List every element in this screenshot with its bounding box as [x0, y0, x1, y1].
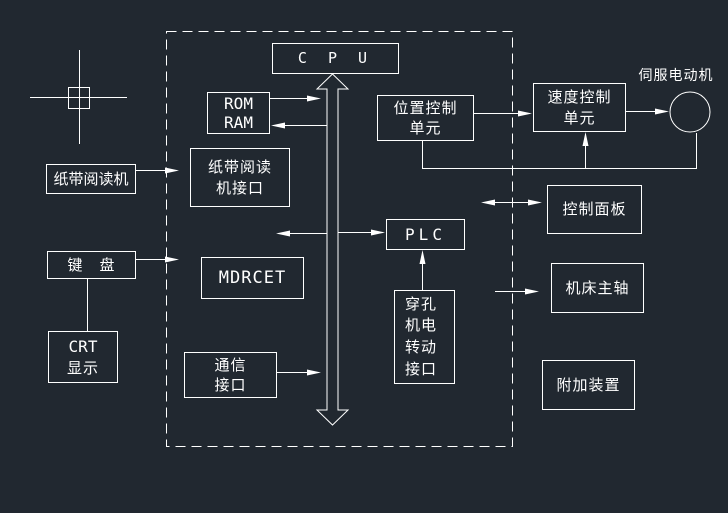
control-panel-label: 控制面板 — [562, 200, 627, 219]
mdrcet-label: MDRCET — [218, 267, 287, 288]
arrowhead-bus-to-plc — [371, 229, 385, 236]
arrowhead-bus-to-left — [276, 230, 290, 237]
node-machine-spindle[interactable]: 机床主轴 — [551, 263, 644, 313]
arrowhead-bus-to-rom — [271, 122, 285, 129]
arrowhead-comm-to-bus — [307, 369, 321, 376]
arrowhead-tape-reader-in — [165, 167, 179, 174]
node-punch-interface[interactable]: 穿孔 机电 转动 接口 — [394, 290, 455, 384]
punch-interface-line4: 接口 — [405, 359, 438, 378]
node-position-control[interactable]: 位置控制 单元 — [377, 95, 474, 141]
servo-motor-circle — [669, 91, 711, 133]
speed-control-line2: 单元 — [563, 108, 596, 127]
system-bus-arrow — [315, 73, 350, 426]
node-rom-ram[interactable]: ROM RAM — [207, 92, 270, 134]
speed-control-line1: 速度控制 — [547, 88, 612, 107]
position-control-line2: 单元 — [409, 119, 442, 137]
arrowhead-panel-right — [528, 199, 542, 206]
arrowhead-position-to-speed — [518, 110, 532, 117]
punch-interface-line1: 穿孔 — [405, 294, 438, 313]
punch-interface-line2: 机电 — [405, 316, 438, 335]
node-tape-reader[interactable]: 纸带阅读机 — [46, 164, 136, 194]
additional-device-label: 附加装置 — [556, 375, 621, 394]
keyboard-label: 键 盘 — [67, 255, 116, 274]
punch-interface-line3: 转动 — [405, 338, 438, 356]
arrowhead-panel-left — [481, 199, 495, 206]
node-speed-control[interactable]: 速度控制 单元 — [533, 83, 626, 132]
node-keyboard[interactable]: 键 盘 — [47, 251, 136, 279]
system-boundary-dashed-box — [166, 31, 513, 447]
node-crt-display[interactable]: CRT 显示 — [48, 331, 118, 383]
node-cpu-label: C P U — [297, 49, 374, 68]
crt-line1: CRT — [68, 337, 98, 357]
comm-interface-line1: 通信 — [214, 355, 247, 374]
position-control-line1: 位置控制 — [393, 98, 458, 117]
node-additional-device[interactable]: 附加装置 — [542, 360, 635, 410]
crt-line2: 显示 — [66, 358, 99, 377]
arrowhead-rom-to-bus — [307, 95, 321, 102]
arrowhead-punch-to-plc — [419, 250, 426, 264]
tape-reader-label: 纸带阅读机 — [53, 169, 129, 188]
node-ram-label: RAM — [224, 113, 253, 132]
comm-interface-line2: 接口 — [214, 376, 247, 394]
node-control-panel[interactable]: 控制面板 — [547, 185, 642, 234]
node-plc[interactable]: PLC — [386, 219, 465, 250]
servo-motor-label: 伺服电动机 — [638, 68, 714, 84]
tape-reader-interface-line1: 纸带阅读 — [207, 158, 272, 177]
machine-spindle-label: 机床主轴 — [565, 278, 630, 297]
arrowhead-to-spindle — [525, 288, 539, 295]
arrowheads — [165, 95, 669, 376]
node-rom-label: ROM — [224, 93, 253, 113]
node-comm-interface[interactable]: 通信 接口 — [184, 352, 277, 398]
tape-reader-interface-line2: 机接口 — [215, 178, 264, 197]
pickbox-icon — [68, 87, 90, 109]
arrowhead-keyboard-in — [165, 256, 179, 263]
crosshair-cursor-icon — [30, 50, 127, 144]
arrowhead-speed-to-motor — [655, 108, 669, 115]
line-feedback-loop — [422, 133, 697, 169]
plc-label: PLC — [405, 224, 446, 244]
arrowhead-feedback-to-speed — [582, 132, 589, 146]
node-tape-reader-interface[interactable]: 纸带阅读 机接口 — [190, 148, 290, 207]
node-mdrcet[interactable]: MDRCET — [201, 257, 304, 299]
node-cpu[interactable]: C P U — [272, 43, 399, 74]
